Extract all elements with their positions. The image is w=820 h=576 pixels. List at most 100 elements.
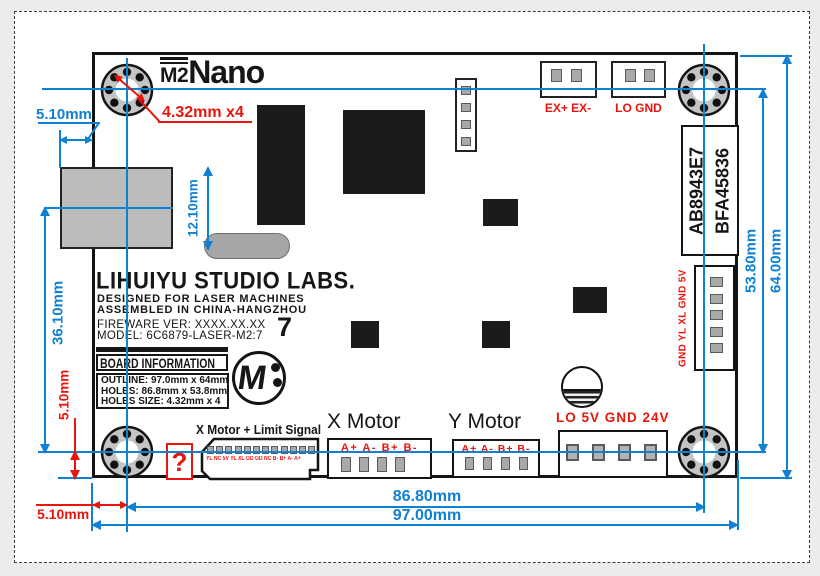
dim-line-97-00 xyxy=(91,520,739,530)
dim-line-86-80 xyxy=(126,502,706,512)
lihuiyu-monogram-icon: M xyxy=(232,351,286,405)
leader-5-10-top xyxy=(38,122,100,124)
y-motor-title: Y Motor xyxy=(448,410,522,433)
capacitor-stripes xyxy=(563,389,601,406)
dim-line-53-80 xyxy=(758,88,768,454)
pin xyxy=(461,137,471,146)
pin xyxy=(243,446,251,454)
ex-connector xyxy=(540,61,597,98)
lo-gnd-connector-label: LO GND xyxy=(615,101,662,115)
board-info-box: OUTLINE: 97.0mm x 64mm HOLES: 86.8mm x 5… xyxy=(96,373,229,409)
ext-line-board-left-bottom xyxy=(91,483,93,531)
centerline-right-holes xyxy=(703,44,705,513)
pin xyxy=(501,457,510,470)
dim-usb-overhang: 5.10mm xyxy=(36,106,92,123)
header-connector-4pin xyxy=(455,78,477,152)
ext-line-top-right xyxy=(740,55,792,57)
pin xyxy=(710,326,723,337)
pin xyxy=(252,446,260,454)
ext-line-bottom-right xyxy=(740,477,792,479)
x-motor-title: X Motor xyxy=(327,410,401,433)
pin xyxy=(308,446,316,454)
dim-hole-edge-left: 5.10mm xyxy=(56,369,72,421)
revision-number: 7 xyxy=(277,312,293,342)
model-number: MODEL: 6C6879-LASER-M2:7 xyxy=(97,330,263,342)
ic-chip-small-2 xyxy=(351,321,379,348)
pin xyxy=(571,69,582,82)
logo-m2: M2 xyxy=(160,57,189,87)
pin xyxy=(225,446,233,454)
hole-note-leader xyxy=(158,121,252,123)
ic-chip-small-1 xyxy=(483,199,518,226)
pin xyxy=(216,446,224,454)
pin xyxy=(271,446,279,454)
leader-5-10-left xyxy=(74,418,76,452)
lo-gnd-connector xyxy=(611,61,666,98)
centerline-left-holes xyxy=(126,58,128,532)
silkscreen-line-1: DESIGNED FOR LASER MACHINES xyxy=(97,293,305,305)
board-info-header: BOARD INFORMATION xyxy=(96,354,228,371)
usb-centerline xyxy=(45,207,173,209)
dim-usb-height: 12.10mm xyxy=(185,179,201,237)
pin xyxy=(262,446,270,454)
pin xyxy=(234,446,242,454)
dim-line-5-10-left xyxy=(70,450,80,480)
centerline-bottom-holes xyxy=(38,451,766,453)
ex-connector-label: EX+ EX- xyxy=(544,101,592,115)
pin xyxy=(461,120,471,129)
dim-line-5-10-bottom xyxy=(92,501,128,509)
silkscreen-line-2: ASSEMBLED IN CHINA-HANGZHOU xyxy=(97,304,307,316)
ic-chip-main xyxy=(343,110,425,194)
pin xyxy=(377,457,387,472)
pin xyxy=(461,86,471,95)
board-info-holes: HOLES: 86.8mm x 53.8mm xyxy=(101,385,228,397)
pin xyxy=(289,446,297,454)
pin xyxy=(359,457,369,472)
pin xyxy=(461,103,471,112)
brand-title: LIHUIYU STUDIO LABS. xyxy=(96,267,356,294)
x-motor-connector: A+ A- B+ B- xyxy=(327,438,432,479)
ic-chip-tall xyxy=(257,105,305,225)
help-question-mark: ? xyxy=(171,447,188,477)
serial-line-1: AB8943E7 xyxy=(686,146,707,235)
hole-size-note: 4.32mm x4 xyxy=(162,104,244,121)
board-info-holes-size: HOLES SIZE: 4.32mm x 4 xyxy=(101,396,221,407)
ic-chip-small-3 xyxy=(482,321,510,348)
power-connector xyxy=(558,430,668,478)
pin xyxy=(280,446,288,454)
limit-connector-title: X Motor + Limit Signal xyxy=(196,423,322,437)
crystal-component xyxy=(204,233,290,259)
dim-hole-edge-bottom: 5.10mm xyxy=(37,506,90,522)
ext-line-usb-left xyxy=(59,130,61,168)
serial-line-2: BFA45836 xyxy=(712,147,733,234)
power-connector-label: LO 5V GND 24V xyxy=(556,410,670,425)
pin xyxy=(298,446,306,454)
monogram-dot-1 xyxy=(271,363,280,372)
dim-board-height: 64.00mm xyxy=(767,228,785,293)
dim-usb-to-holes: 36.10mm xyxy=(49,280,67,345)
pin xyxy=(625,69,636,82)
dim-holes-span-y: 53.80mm xyxy=(742,228,760,293)
ic-chip-small-4 xyxy=(573,287,607,313)
limit-pin-labels: YL NC 5V YL XL GD GD NC B- B+ A- A+ xyxy=(206,456,301,462)
pin xyxy=(710,310,723,320)
pin xyxy=(395,457,405,472)
firmware-version: FIREWARE VER: XXXX.XX.XX xyxy=(97,319,266,331)
monogram-dot-2 xyxy=(273,378,282,387)
board-info-title: BOARD INFORMATION xyxy=(100,356,216,371)
pin xyxy=(341,457,351,472)
pin xyxy=(551,69,562,82)
board-info-top-bar xyxy=(96,347,228,352)
dim-line-36-10 xyxy=(40,206,50,454)
serial-number-box xyxy=(681,125,739,256)
y-motor-connector: A+ A- B+ B- xyxy=(452,439,540,478)
dim-line-12-10 xyxy=(203,166,213,251)
pin xyxy=(644,69,655,82)
monogram-letter: M xyxy=(235,359,270,397)
ext-line-board-right-bottom xyxy=(737,460,739,530)
right-5pin-connector xyxy=(694,265,735,371)
pin xyxy=(710,343,723,353)
pin xyxy=(483,457,492,470)
dim-line-5-10-top xyxy=(59,136,93,144)
